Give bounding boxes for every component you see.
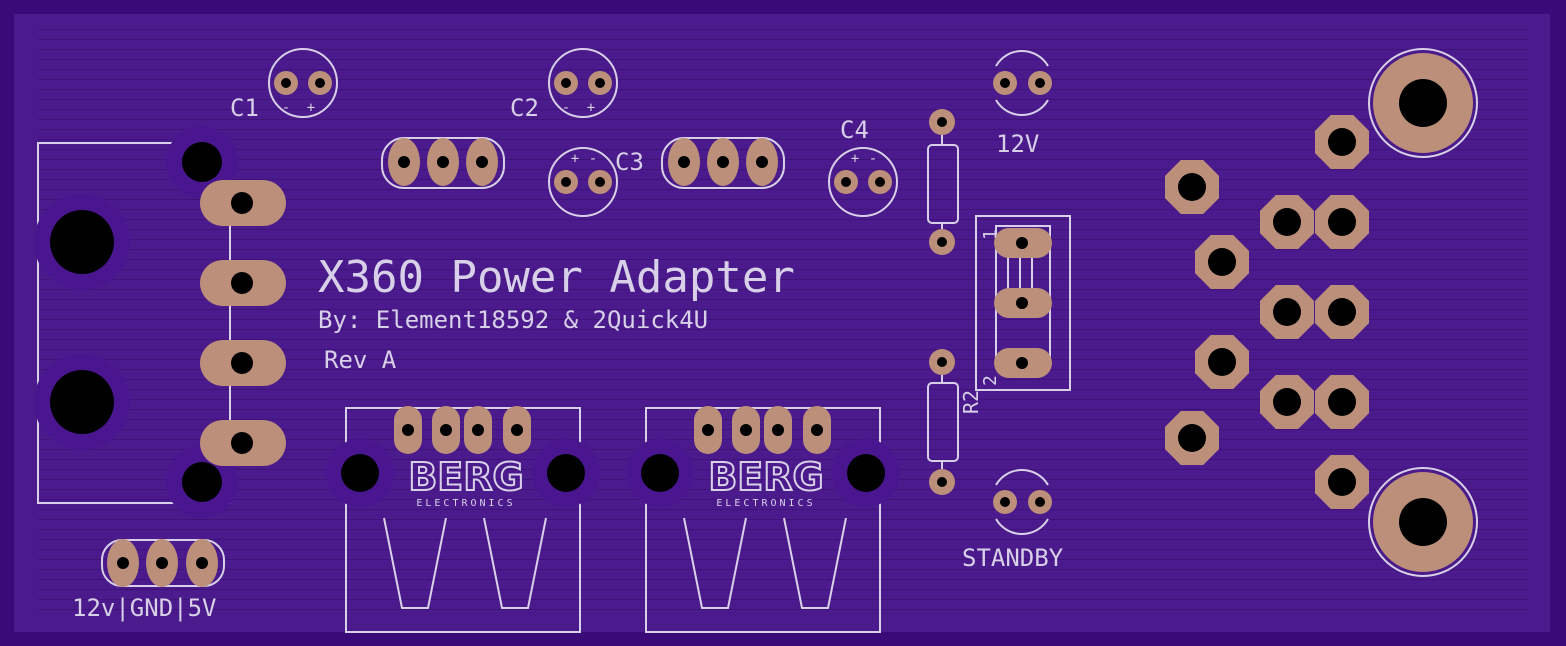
capacitor-c1: - + C1 <box>230 48 338 122</box>
board-title: X360 Power Adapter <box>318 252 795 303</box>
pad-hole <box>1178 424 1206 452</box>
c2-plus-mark: + <box>587 100 595 116</box>
power-connector <box>34 126 286 518</box>
capacitor-c4: + - C4 <box>828 116 898 217</box>
c3-plus-mark: + <box>571 151 579 167</box>
r2-label: R2 <box>959 390 983 414</box>
pad-hole <box>1328 388 1356 416</box>
pin-header-label: 12v|GND|5V <box>72 594 217 622</box>
xbox-connector-pads <box>1165 115 1369 509</box>
pad-hole <box>1208 248 1236 276</box>
led-standby-label: STANDBY <box>962 544 1064 572</box>
led-12v: 12V <box>993 49 1052 158</box>
capacitor-c3: + - C3 <box>548 147 644 217</box>
berg-logo: BERG <box>408 455 523 499</box>
capacitor-c2: - + C2 <box>510 48 618 122</box>
berg-logo: BERG <box>708 455 823 499</box>
pad-hole <box>1328 298 1356 326</box>
resistor-r1 <box>927 109 959 255</box>
c3-minus-mark: - <box>589 151 597 167</box>
pad-hole <box>1273 388 1301 416</box>
pin-2-label: 2 <box>980 375 1001 386</box>
c4-plus-mark: + <box>851 151 859 167</box>
mounting-hole-top <box>1368 48 1478 158</box>
led-standby: STANDBY <box>962 468 1064 572</box>
c1-plus-mark: + <box>307 100 315 116</box>
berg-logo-sub: ELECTRONICS <box>716 498 815 509</box>
regulator-footprint-1 <box>381 137 505 189</box>
mounting-hole-bottom <box>1368 467 1478 577</box>
pad-hole <box>1328 208 1356 236</box>
board-revision: Rev A <box>324 346 397 374</box>
pin-header: 12v|GND|5V <box>72 539 225 622</box>
regulator-footprint-2 <box>661 137 785 189</box>
usb-connector-2: BERG ELECTRONICS <box>626 406 900 633</box>
pin-1-label: 1 <box>980 229 1001 240</box>
resistor-r2: R2 <box>927 349 983 495</box>
c1-minus-mark: - <box>282 100 290 116</box>
berg-logo-sub: ELECTRONICS <box>416 498 515 509</box>
c1-label: C1 <box>230 94 259 122</box>
c3-label: C3 <box>615 148 644 176</box>
usb-connector-1: BERG ELECTRONICS <box>326 406 600 633</box>
pad-hole <box>1273 298 1301 326</box>
pad-hole <box>1208 348 1236 376</box>
switch-footprint: 1 2 <box>975 215 1071 391</box>
board-byline: By: Element18592 & 2Quick4U <box>318 306 708 334</box>
c2-minus-mark: - <box>562 100 570 116</box>
c4-label: C4 <box>840 116 869 144</box>
pad-hole <box>1328 468 1356 496</box>
c2-label: C2 <box>510 94 539 122</box>
c4-minus-mark: - <box>869 151 877 167</box>
pad-hole <box>1328 128 1356 156</box>
pad-hole <box>1178 173 1206 201</box>
pad-hole <box>1273 208 1301 236</box>
led-12v-label: 12V <box>996 130 1039 158</box>
